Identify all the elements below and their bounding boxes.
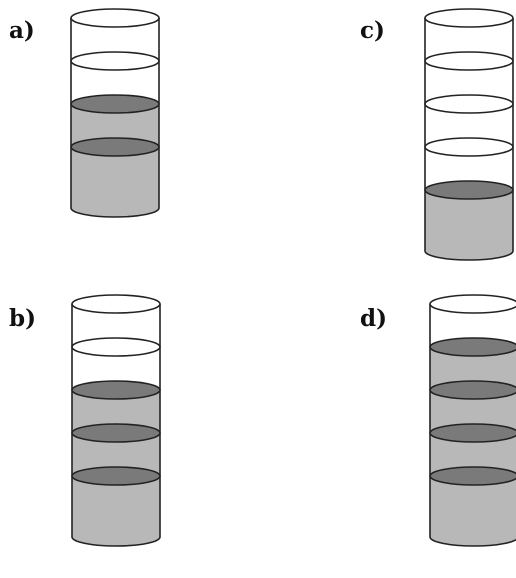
empty-level-ring [70,51,160,71]
cylinder-d [429,294,516,547]
cylinder-b [71,294,161,547]
liquid-body [425,190,513,260]
liquid-body [71,104,159,217]
liquid-level-disc [424,180,514,200]
liquid-level-disc [71,466,161,486]
empty-level-ring [429,294,516,314]
liquid-level-disc [429,380,516,400]
liquid-level-disc [429,337,516,357]
empty-level-ring [424,51,514,71]
panel-label-a: a) [9,17,35,44]
liquid-level-disc [70,137,160,157]
cylinder-base [71,536,161,547]
empty-level-ring [424,94,514,114]
liquid-level-disc [71,380,161,400]
empty-level-ring [424,137,514,157]
empty-level-ring [71,294,161,314]
cylinder-base [424,250,514,261]
cylinder-c [424,8,514,261]
cylinder-base [70,207,160,218]
cylinder-a [70,8,160,218]
liquid-body [430,347,516,546]
panel-label-d: d) [360,305,387,332]
liquid-level-disc [71,423,161,443]
liquid-level-disc [429,466,516,486]
liquid-level-disc [70,94,160,114]
cylinder-base [429,536,516,547]
empty-level-ring [424,8,514,28]
panel-label-c: c) [360,17,385,44]
empty-level-ring [71,337,161,357]
empty-level-ring [70,8,160,28]
panel-label-b: b) [9,305,36,332]
liquid-level-disc [429,423,516,443]
